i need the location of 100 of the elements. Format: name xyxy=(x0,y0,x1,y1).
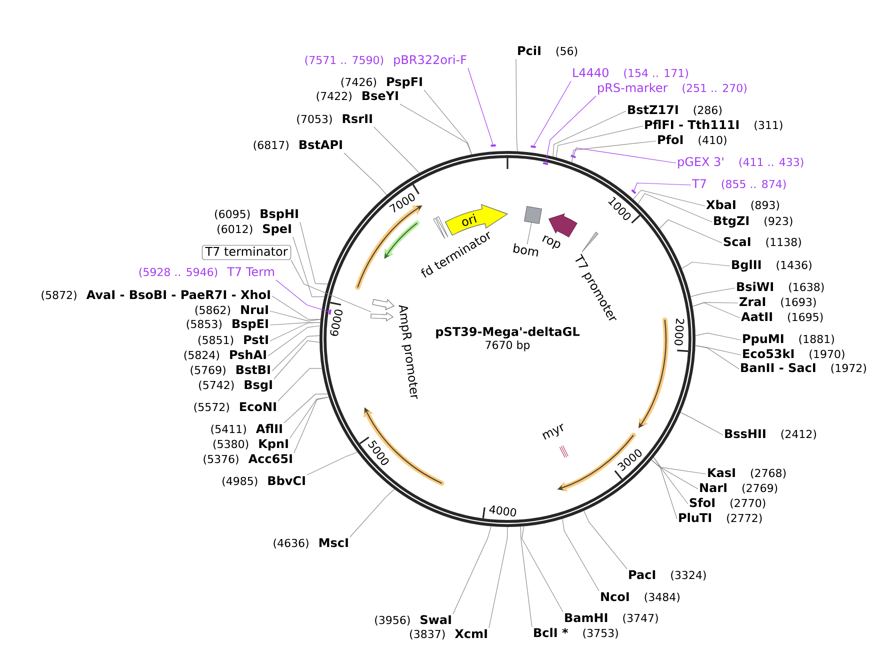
site-label: (5853) BspEI xyxy=(186,319,268,330)
leader-line xyxy=(268,326,320,356)
leader-line xyxy=(424,90,472,155)
site-label: Eco53kI (1970) xyxy=(743,348,844,360)
leader-line xyxy=(294,396,329,454)
site-label: SfoI (2770) xyxy=(690,498,766,508)
leader-line xyxy=(452,526,492,614)
leader-line xyxy=(350,488,395,538)
site-label: (5742) BsgI xyxy=(199,380,272,392)
leader-line xyxy=(522,526,564,612)
site-label: PluTI (2772) xyxy=(679,512,762,524)
site-label: PciI (56) xyxy=(518,46,578,56)
site-label: PflFI - Tth111I (311) xyxy=(645,120,782,130)
leader-line xyxy=(584,510,628,570)
primer-mark xyxy=(530,145,536,148)
leader-line xyxy=(526,222,532,245)
leader-line xyxy=(545,96,596,163)
leader-line xyxy=(634,182,692,191)
site-label: (5411) AflII xyxy=(211,424,282,434)
leader-line xyxy=(270,310,321,322)
leader-line xyxy=(572,140,656,163)
primer-mark xyxy=(328,309,332,315)
tick-label: 2000 xyxy=(674,318,684,346)
leader-line xyxy=(488,526,508,628)
site-label: ScaI (1138) xyxy=(724,237,801,248)
site-label: (5769) BstBI xyxy=(190,365,270,376)
leader-line xyxy=(520,526,532,628)
leader-line xyxy=(274,340,320,380)
site-label: ZraI (1693) xyxy=(740,297,816,308)
site-label: PfoI (410) xyxy=(658,134,726,146)
feature-marker xyxy=(582,232,598,252)
leader-line xyxy=(552,110,626,157)
site-label: (3837) XcmI xyxy=(410,629,487,640)
leader-line xyxy=(695,345,742,356)
leader-line xyxy=(300,222,328,284)
leader-line xyxy=(573,148,676,164)
leader-line xyxy=(306,452,358,476)
leader-line xyxy=(272,335,320,372)
leader-line xyxy=(638,193,712,222)
leader-line xyxy=(556,126,644,158)
leader-line xyxy=(374,126,420,174)
site-label: (5851) PstI xyxy=(198,335,268,346)
leader-line xyxy=(400,104,472,155)
site-label: BclI * (3753) xyxy=(534,628,618,638)
leader-line xyxy=(659,219,722,244)
site-label: BstZ17I (286) xyxy=(628,105,722,116)
leader-line xyxy=(692,302,740,318)
leader-line xyxy=(682,262,730,269)
leader-line xyxy=(695,332,742,340)
leader-line xyxy=(290,396,329,438)
leader-line xyxy=(290,260,372,312)
site-label: (5824) PshAI xyxy=(184,350,266,360)
site-label: (3956) SwaI xyxy=(375,615,451,626)
leader-line xyxy=(276,280,330,312)
primer-mark xyxy=(570,154,576,158)
site-label: NcoI (3484) xyxy=(601,592,680,602)
site-label: BanII - SacI (1972) xyxy=(741,363,866,374)
leader-line xyxy=(695,345,740,370)
leader-line xyxy=(284,394,328,424)
feature-label: AmpR promoter xyxy=(398,305,418,399)
primer-label: T7 (855 .. 874) xyxy=(692,179,786,190)
primer-label: pGEX 3' (411 .. 433) xyxy=(678,157,804,168)
site-label: (6817) BstAPI xyxy=(254,140,342,150)
site-label: (7426) PspFI xyxy=(341,77,422,88)
site-label: (6095) BspHI xyxy=(214,209,298,220)
site-label: (5572) EcoNI xyxy=(194,402,276,412)
boxed-label: T7 terminator xyxy=(202,244,292,260)
tick-label: 6000 xyxy=(330,310,343,336)
leader-line xyxy=(653,457,698,490)
site-label: AatII (1695) xyxy=(741,312,823,322)
site-label: KasI (2768) xyxy=(708,468,786,478)
primer-label: pRS-marker (251 .. 270) xyxy=(598,82,746,94)
leader-line xyxy=(516,58,518,152)
leader-line xyxy=(534,80,572,146)
site-label: (5862) NruI xyxy=(195,305,268,316)
leader-line xyxy=(344,152,387,196)
primer-mark xyxy=(542,162,548,166)
site-label: (5376) Acc65I xyxy=(204,454,292,464)
leader-line xyxy=(651,460,678,520)
primer-mark xyxy=(631,189,636,194)
tick-label: 4000 xyxy=(489,506,516,516)
site-label: (4985) BbvCI xyxy=(222,476,305,486)
primer-label: L4440 (154 .. 171) xyxy=(573,68,688,78)
site-label: (5380) KpnI xyxy=(213,439,288,450)
site-label: PacI (3324) xyxy=(629,570,706,580)
leader-line xyxy=(468,68,494,145)
feature-marker xyxy=(370,312,394,322)
leader-line xyxy=(270,322,321,326)
leader-line xyxy=(680,412,724,436)
feature-label: rop xyxy=(542,235,560,250)
site-label: XbaI (893) xyxy=(706,200,780,210)
primer-label: (5928 .. 5946) T7 Term xyxy=(139,267,274,278)
leader-line xyxy=(278,368,322,402)
site-label: BssHII (2412) xyxy=(725,429,816,440)
site-label: (7422) BseYI xyxy=(316,91,398,102)
feature-marker xyxy=(372,298,395,310)
site-label: (5872) AvaI - BsoBI - PaeR7I - XhoI xyxy=(42,290,270,300)
site-label: PpuMI (1881) xyxy=(743,334,834,346)
leader-line xyxy=(292,236,325,298)
site-label: BamHI (3747) xyxy=(565,613,658,624)
